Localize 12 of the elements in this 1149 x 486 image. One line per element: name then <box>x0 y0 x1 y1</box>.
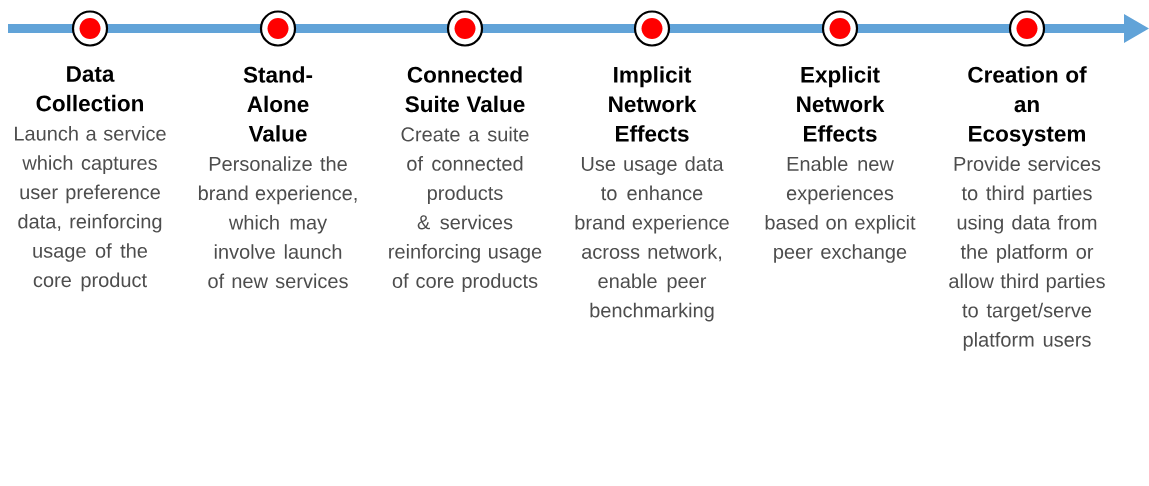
step-heading: Data Collection <box>36 66 143 112</box>
step-heading: Creation of an Ecosystem <box>968 66 1087 147</box>
step-heading: Stand-Alone Value <box>243 66 313 142</box>
step-heading: Implicit Network Effects <box>609 66 697 142</box>
step-heading: Connected Suite Value <box>405 66 525 113</box>
step-description: Use usage data to enhance brand experience across network, enable peer benchmarking <box>575 156 729 322</box>
step-heading: Explicit Network Effects <box>797 66 885 142</box>
step-description: Provide services to third parties using data from the platform or allow third parties to target/serve platform users <box>949 156 1105 351</box>
step-description: Personalize the brand experience, which may involve launch of new services <box>198 156 357 289</box>
step-description: Enable new experiences based on explicit peer exchange <box>765 156 916 263</box>
step-description: Create a suite of connected products & services reinforcing usage of core products <box>389 126 542 292</box>
step-description: Launch a service which captures user preference data, reinforcing usage of the core product <box>15 126 166 292</box>
